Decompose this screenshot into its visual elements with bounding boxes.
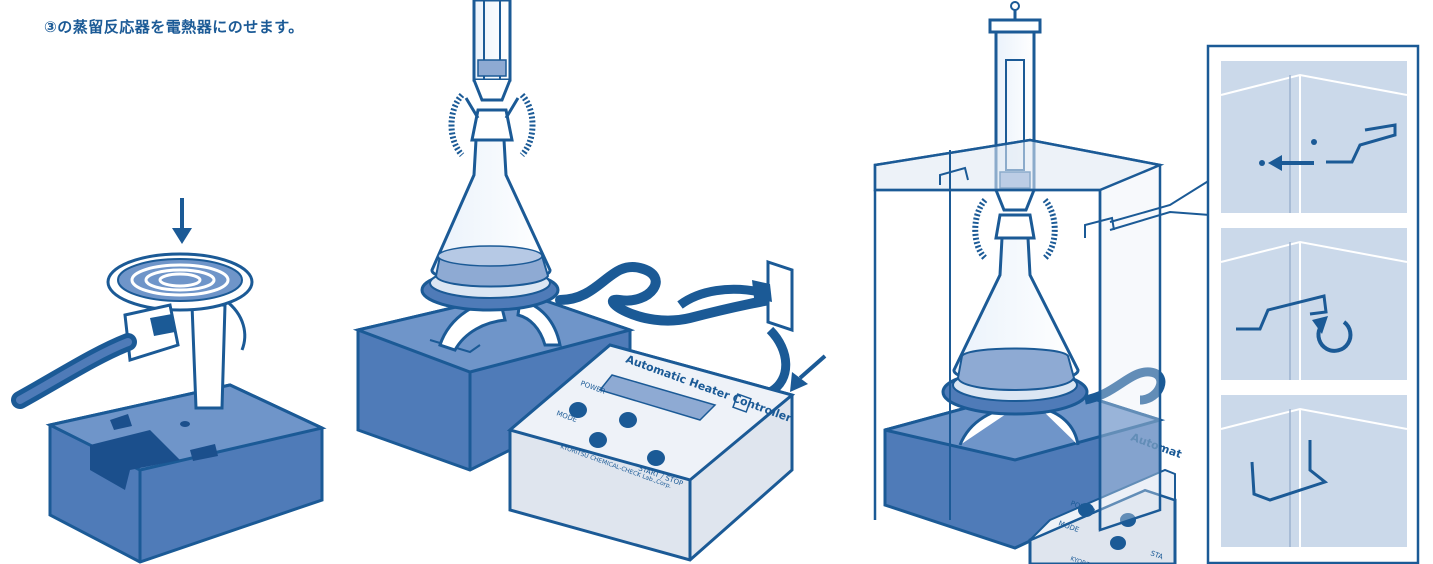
electric-heater <box>11 252 254 410</box>
left-arrow-icon <box>1268 155 1314 171</box>
panel-heater-placement <box>11 198 327 564</box>
detail-step-2 <box>1220 228 1408 380</box>
condenser <box>448 0 536 158</box>
heater-base-block <box>45 383 327 564</box>
panel-flask-controller: Automatic Heater Controller POWER MODE S… <box>352 0 827 562</box>
distillation-flask <box>430 138 552 288</box>
insert-arrow-icon <box>790 354 827 392</box>
mode-button <box>619 412 637 428</box>
step-caption: ③の蒸留反応器を電熱器にのせます。 <box>44 18 304 36</box>
detail-step-3 <box>1220 395 1408 547</box>
automatic-heater-controller: Automatic Heater Controller POWER MODE S… <box>506 343 796 562</box>
detail-step-1 <box>1220 61 1408 213</box>
hook-detail-panel <box>1206 44 1420 564</box>
panel-enclosure: Automat POWER MODE STA KYORITSU CHE <box>873 1 1211 564</box>
power-button <box>569 402 587 418</box>
down-arrow-icon <box>172 198 192 244</box>
rotate-arrow-icon <box>1312 316 1353 353</box>
heater-base-block-2 <box>352 290 636 472</box>
transparent-cover <box>873 138 1211 532</box>
start-stop-button <box>647 450 665 466</box>
power-plug-icon <box>752 259 794 333</box>
up-button <box>589 432 607 448</box>
